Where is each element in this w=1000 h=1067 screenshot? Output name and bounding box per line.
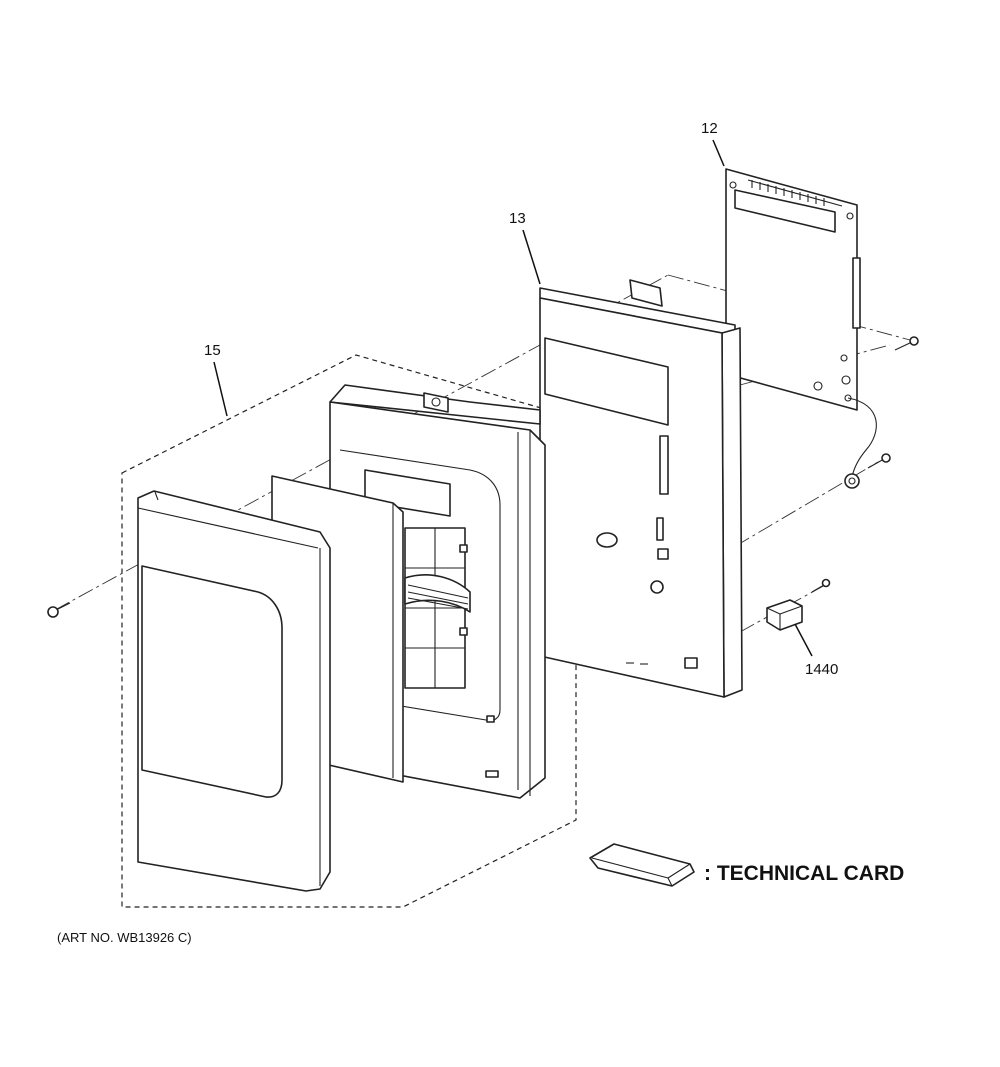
assembly-15-group-boundary: [121, 354, 577, 908]
front-control-panel: [137, 490, 331, 892]
technical-card-icon: [589, 843, 695, 887]
callout-label-15: 15: [204, 342, 221, 359]
screw-icon: [811, 578, 831, 593]
control-panel-frame-13: [539, 279, 743, 698]
callout-leaders: [213, 139, 813, 657]
technical-card-legend: : TECHNICAL CARD: [704, 862, 904, 885]
callout-label-12: 12: [701, 120, 718, 137]
screw-icon: [867, 453, 891, 469]
switch-component-1440: [766, 599, 803, 631]
ground-wire: [844, 397, 877, 489]
screw-icon: [47, 602, 71, 618]
screw-icon: [894, 336, 919, 351]
callout-label-13: 13: [509, 210, 526, 227]
art-number: (ART NO. WB13926 C): [57, 930, 192, 945]
control-board-12: [725, 168, 861, 411]
ribbon-cable: [404, 574, 471, 613]
callout-label-1440: 1440: [805, 661, 838, 678]
